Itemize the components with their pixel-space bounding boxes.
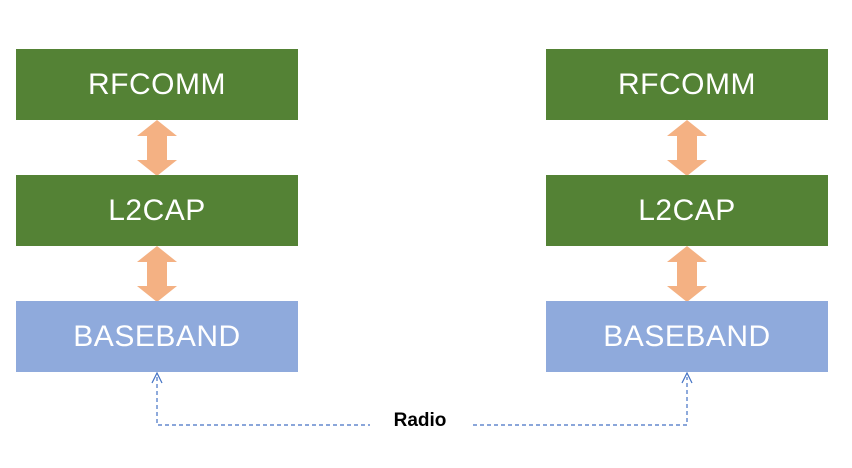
right-l2cap-baseband-double-arrow-icon (667, 246, 707, 302)
right-baseband-layer: BASEBAND (546, 301, 828, 372)
right-l2cap-label: L2CAP (638, 193, 736, 227)
left-rfcomm-layer: RFCOMM (16, 49, 298, 120)
radio-link-label: Radio (370, 409, 470, 433)
left-baseband-label: BASEBAND (73, 319, 241, 353)
right-baseband-label: BASEBAND (603, 319, 771, 353)
left-rfcomm-label: RFCOMM (88, 67, 226, 101)
right-rfcomm-label: RFCOMM (618, 67, 756, 101)
left-l2cap-layer: L2CAP (16, 175, 298, 246)
left-rfcomm-l2cap-double-arrow-icon (137, 120, 177, 176)
left-baseband-layer: BASEBAND (16, 301, 298, 372)
right-protocol-stack: RFCOMM L2CAP BASEBAND (546, 0, 828, 468)
left-protocol-stack: RFCOMM L2CAP BASEBAND (16, 0, 298, 468)
right-rfcomm-l2cap-double-arrow-icon (667, 120, 707, 176)
left-l2cap-label: L2CAP (108, 193, 206, 227)
left-l2cap-baseband-double-arrow-icon (137, 246, 177, 302)
right-rfcomm-layer: RFCOMM (546, 49, 828, 120)
right-l2cap-layer: L2CAP (546, 175, 828, 246)
